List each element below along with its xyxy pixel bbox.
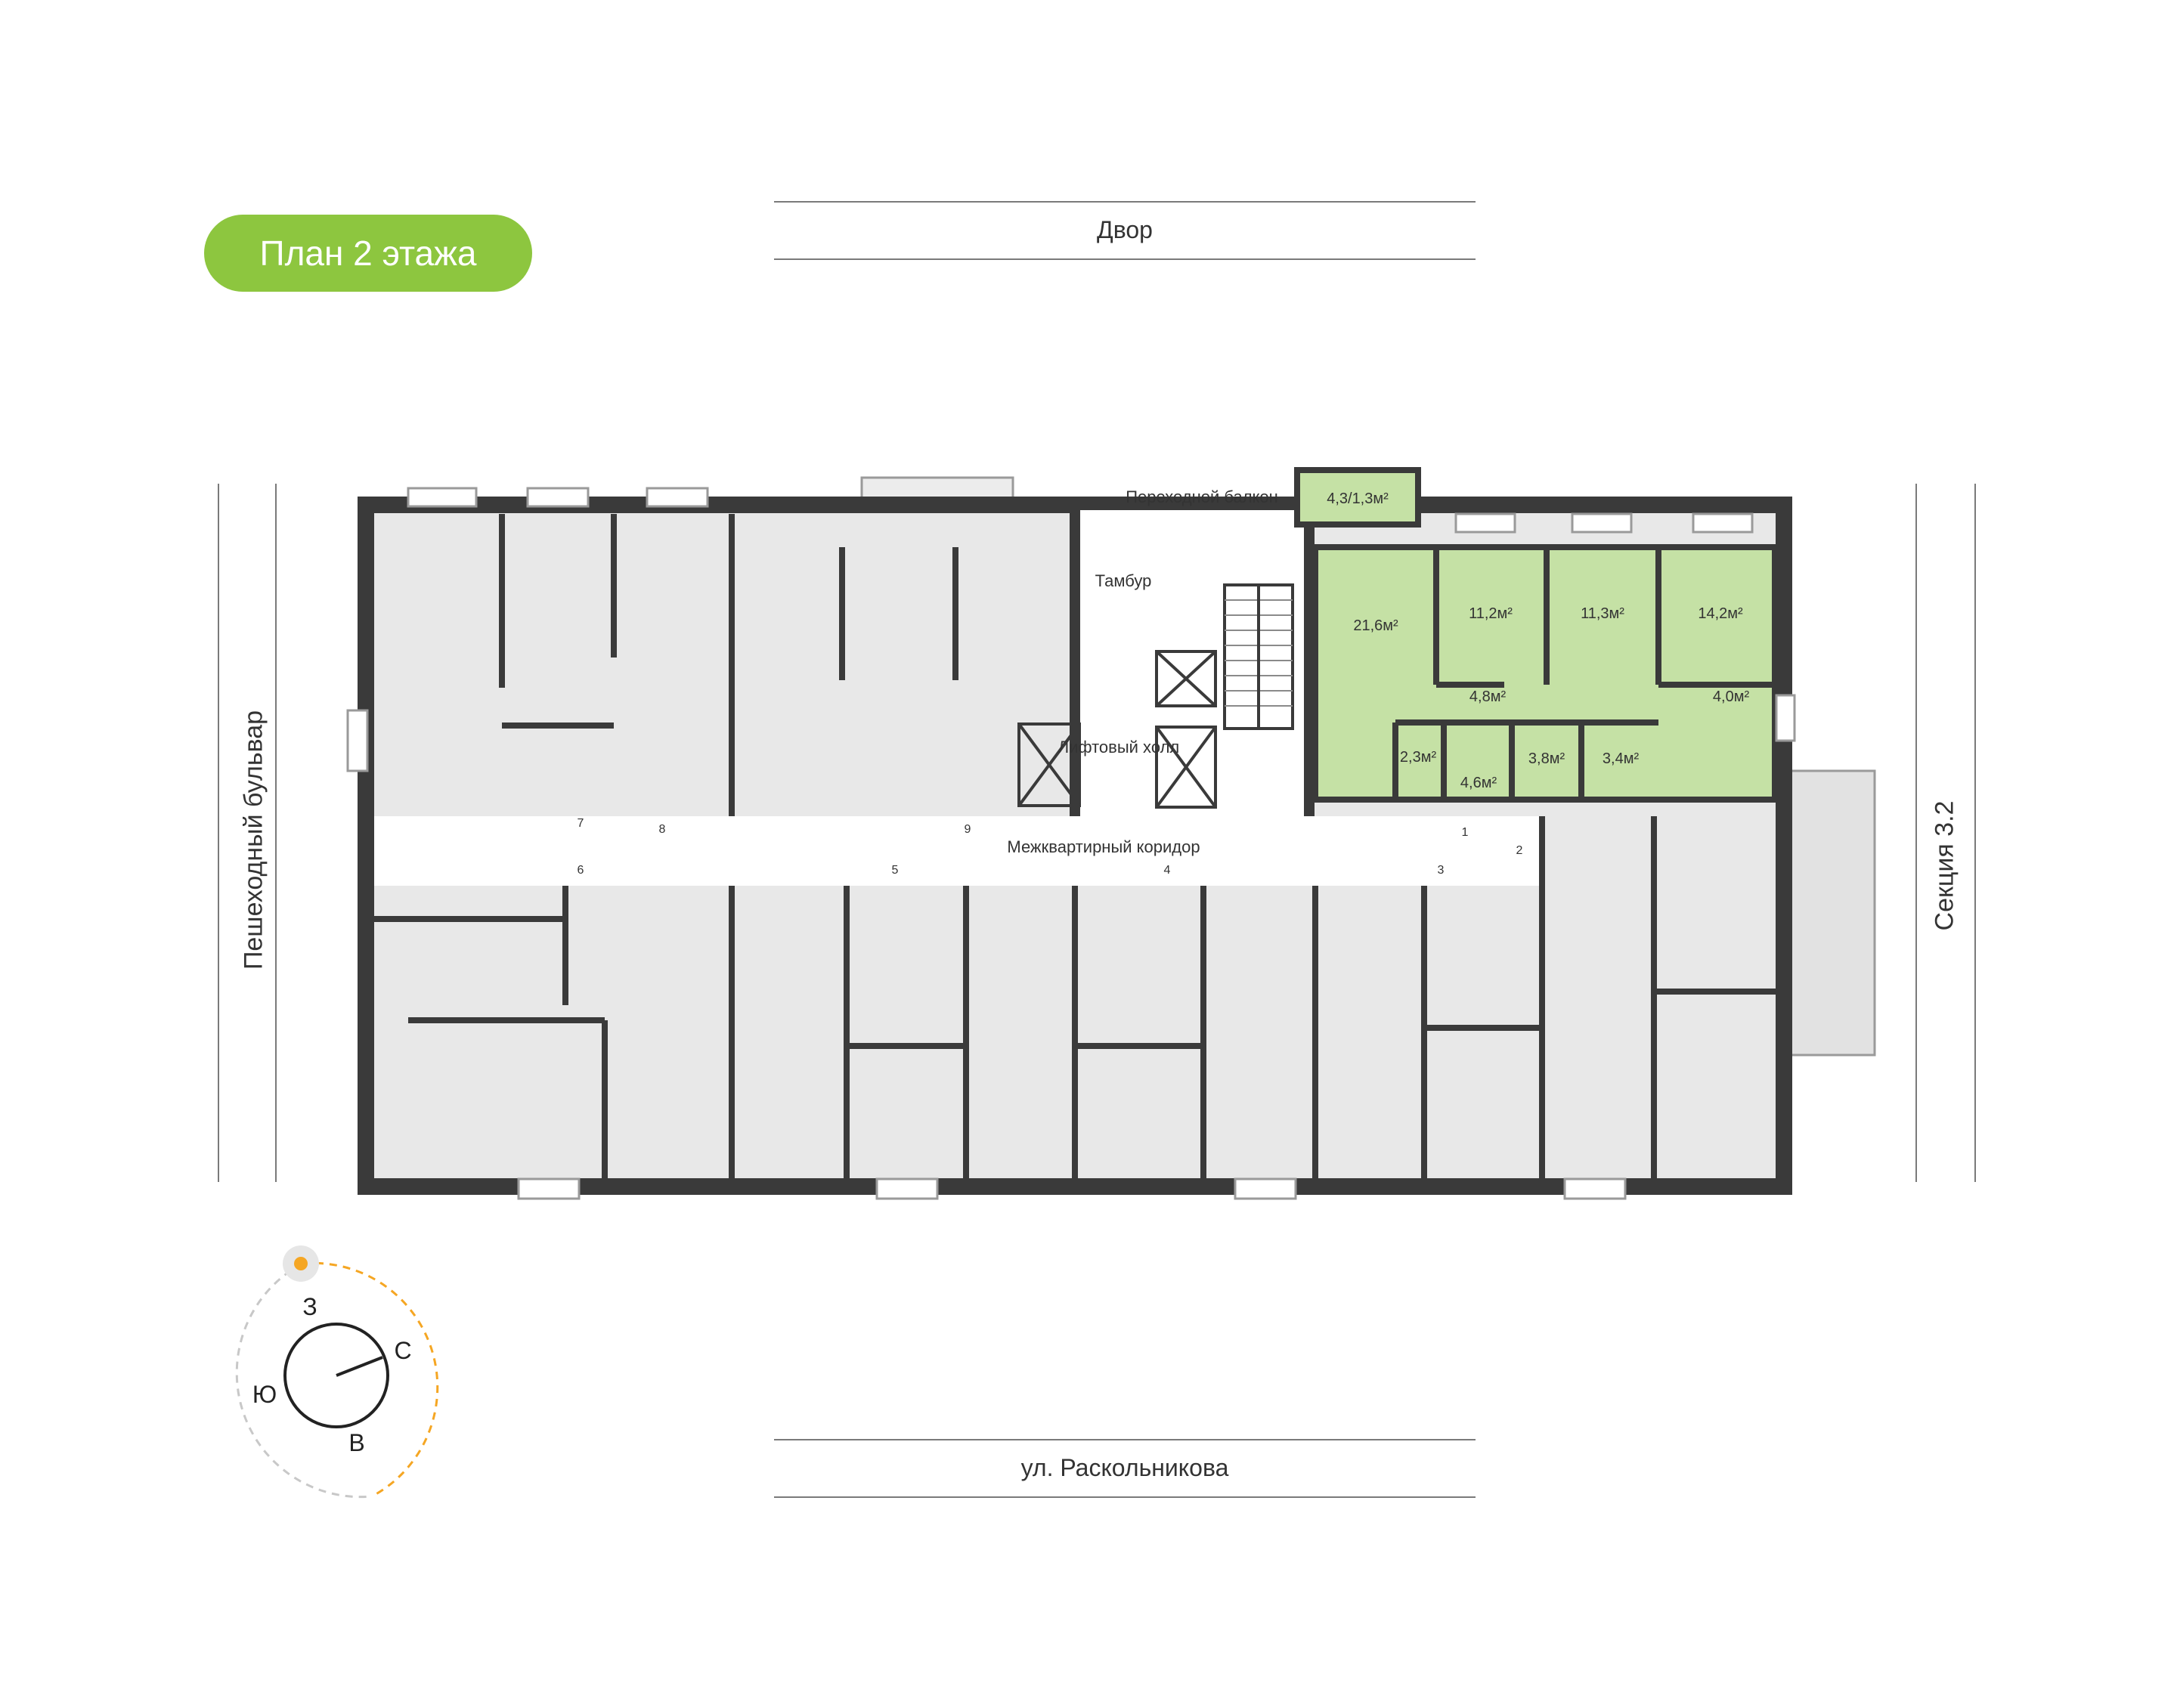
- elevator-shafts: [1017, 650, 1217, 809]
- compass-needle: [336, 1356, 383, 1377]
- room-area-hall: 4,8м²: [1469, 688, 1507, 705]
- top-street-label: Двор: [1097, 216, 1153, 243]
- door-number: 9: [965, 823, 971, 836]
- balcony-label: Переходной балкон: [1126, 487, 1278, 506]
- corridor: [374, 816, 1542, 886]
- apartment-inner-walls: [1392, 547, 1775, 800]
- sun-path: [235, 1262, 373, 1499]
- compass-east: В: [348, 1429, 364, 1456]
- door-numbers: 1 2 3 4 5 6 7 8 9: [578, 817, 1523, 877]
- top-street-line-1: [774, 201, 1476, 203]
- room-area-bedroom-3: 14,2м²: [1698, 605, 1743, 622]
- left-street-line-1: [218, 484, 219, 1182]
- door-number: 8: [659, 823, 666, 836]
- compass-west: З: [302, 1293, 317, 1320]
- room-area-wc: 2,3м²: [1400, 749, 1437, 766]
- door-number: 4: [1164, 864, 1171, 877]
- page-title-badge: План 2 этажа: [204, 215, 532, 292]
- bottom-street-label: ул. Раскольникова: [1020, 1454, 1229, 1481]
- door-number: 1: [1462, 826, 1469, 839]
- door-number: 3: [1438, 864, 1445, 877]
- sun-path-day: [302, 1261, 439, 1498]
- room-area-storage: 4,0м²: [1713, 688, 1750, 705]
- windows: [346, 487, 1796, 1200]
- room-walls: [374, 505, 1784, 1179]
- elevator-hall-label: Лифтовый холл: [1058, 738, 1180, 757]
- room-area-bath-1: 3,8м²: [1528, 750, 1565, 767]
- room-area-living: 21,6м²: [1353, 617, 1398, 634]
- room-areas: 4,3/1,3м² 21,6м² 11,2м² 11,3м² 14,2м² 4,…: [1327, 490, 1749, 791]
- door-number: 7: [578, 817, 584, 830]
- compass-south: Ю: [252, 1381, 277, 1408]
- right-street-line-1: [1915, 484, 1917, 1182]
- door-number: 6: [578, 864, 584, 877]
- right-street-line-2: [1974, 484, 1976, 1182]
- room-area-bath-2: 3,4м²: [1603, 750, 1640, 767]
- room-area-bedroom-1: 11,2м²: [1469, 605, 1513, 622]
- vestibule-label: Тамбур: [1095, 571, 1152, 590]
- left-street-line-2: [275, 484, 277, 1182]
- corridor-label: Межквартирный коридор: [1007, 837, 1200, 856]
- corridor-east: [1459, 816, 1538, 886]
- door-number: 5: [892, 864, 899, 877]
- bottom-street-line-2: [774, 1496, 1476, 1498]
- compass: З С Ю В: [235, 1245, 439, 1499]
- staircase: [1223, 583, 1294, 730]
- room-area-balcony: 4,3/1,3м²: [1327, 490, 1389, 507]
- compass-north: С: [394, 1337, 411, 1364]
- bottom-street-line-1: [774, 1439, 1476, 1440]
- right-terrace: [1782, 769, 1876, 1057]
- top-street-line-2: [774, 258, 1476, 260]
- room-area-entry: 4,6м²: [1460, 775, 1497, 791]
- door-number: 2: [1516, 844, 1523, 857]
- room-area-bedroom-2: 11,3м²: [1581, 605, 1624, 622]
